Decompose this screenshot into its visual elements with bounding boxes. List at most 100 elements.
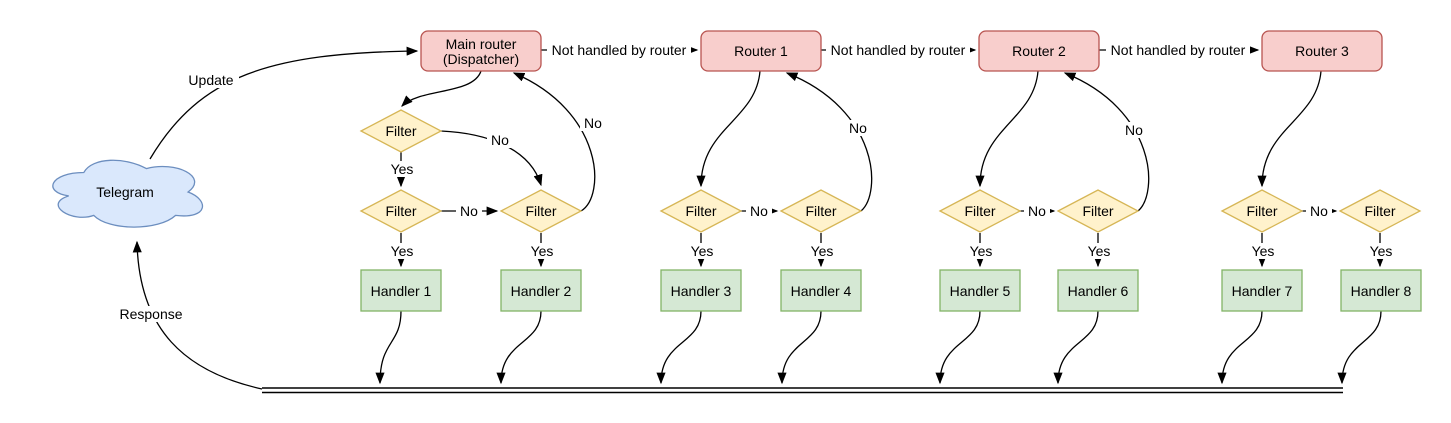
filter-diamond-main-left	[359, 189, 443, 233]
no-label: No	[750, 203, 768, 219]
update-label: Update	[188, 72, 233, 88]
handler1-label: Handler 1	[371, 283, 432, 299]
not-handled-label-1: Not handled by router	[552, 42, 687, 58]
handler6-box	[1057, 269, 1139, 312]
yes-label: Yes	[970, 243, 993, 259]
label-bg	[1084, 243, 1114, 259]
label-bg	[1121, 122, 1147, 138]
filter-label: Filter	[385, 203, 416, 219]
no-label: No	[1125, 122, 1143, 138]
label-bg	[1248, 243, 1278, 259]
filter-diamond-r1-left	[659, 189, 743, 233]
no-label: No	[584, 115, 602, 131]
dispatcher-label-line1: Main router	[446, 36, 517, 52]
edge-handler2-to-bus	[496, 310, 542, 385]
edge-handler5-to-bus	[935, 310, 981, 385]
no-label: No	[491, 132, 509, 148]
filter-label: Filter	[525, 203, 556, 219]
router3-box	[1261, 30, 1383, 72]
edge-router1-no-return	[785, 72, 873, 212]
telegram-label: Telegram	[96, 184, 154, 200]
label-bg	[387, 161, 417, 177]
no-label: No	[1310, 203, 1328, 219]
router2-label: Router 2	[1012, 43, 1066, 59]
yes-label: Yes	[691, 243, 714, 259]
not-handled-label-2: Not handled by router	[831, 42, 966, 58]
filter-diamond-r2-left	[938, 189, 1022, 233]
label-bg	[527, 243, 557, 259]
edge-handler3-to-bus	[656, 310, 702, 385]
no-label: No	[460, 203, 478, 219]
no-label: No	[849, 120, 867, 136]
handler4-box	[780, 269, 862, 312]
filter-label: Filter	[805, 203, 836, 219]
handler2-label: Handler 2	[511, 283, 572, 299]
handler3-box	[660, 269, 742, 312]
yes-label: Yes	[1370, 243, 1393, 259]
label-bg	[845, 120, 871, 136]
label-bg	[580, 115, 606, 131]
filter-diamond-r1-right	[779, 189, 863, 233]
telegram-cloud	[52, 159, 204, 228]
handler5-label: Handler 5	[950, 283, 1011, 299]
yes-label: Yes	[1252, 243, 1275, 259]
handler5-box	[939, 269, 1021, 312]
filter-label: Filter	[1364, 203, 1395, 219]
router1-label: Router 1	[734, 43, 788, 59]
label-bg	[1306, 203, 1332, 219]
dispatcher-label-line2: (Dispatcher)	[443, 51, 519, 67]
dispatcher-box	[420, 30, 542, 72]
router2-box	[978, 30, 1100, 72]
label-bg	[387, 243, 417, 259]
edge-router2-to-filter	[975, 70, 1039, 188]
label-bg	[746, 203, 772, 219]
yes-label: Yes	[811, 243, 834, 259]
edge-handler1-to-bus	[375, 310, 402, 385]
router1-box	[700, 30, 822, 72]
yes-label: Yes	[531, 243, 554, 259]
label-bg	[1366, 243, 1396, 259]
label-bg	[183, 72, 239, 88]
label-bg	[547, 42, 691, 58]
handler7-label: Handler 7	[1232, 283, 1293, 299]
filter-diamond-main-top	[359, 109, 443, 153]
edges-layer	[132, 45, 1385, 394]
label-bg	[687, 243, 717, 259]
filter-diamond-main-right	[499, 189, 583, 233]
filter-diamond-r2-right	[1056, 189, 1140, 233]
label-bg	[1106, 42, 1250, 58]
edge-router3-to-filter	[1257, 70, 1322, 188]
edge-dispatcher-to-filter1	[401, 70, 482, 107]
filter-diamond-r3-left	[1220, 189, 1304, 233]
response-label: Response	[119, 306, 182, 322]
not-handled-label-3: Not handled by router	[1111, 42, 1246, 58]
yes-label: Yes	[1088, 243, 1111, 259]
edge-router2-no-return	[1063, 72, 1150, 212]
filter-label: Filter	[1082, 203, 1113, 219]
handler8-label: Handler 8	[1351, 283, 1412, 299]
filter-label: Filter	[964, 203, 995, 219]
edge-handler4-to-bus	[777, 310, 822, 385]
handler6-label: Handler 6	[1068, 283, 1129, 299]
nodes-layer	[52, 30, 1422, 312]
no-label: No	[1028, 203, 1046, 219]
filter-label: Filter	[385, 123, 416, 139]
handler4-label: Handler 4	[791, 283, 852, 299]
filter-label: Filter	[685, 203, 716, 219]
handler3-label: Handler 3	[671, 283, 732, 299]
labels-layer: Telegram Main router (Dispatcher) Router…	[96, 36, 1412, 322]
handler8-box	[1340, 269, 1422, 312]
label-bg	[966, 243, 996, 259]
handler1-box	[360, 269, 442, 312]
edge-handler7-to-bus	[1217, 310, 1263, 385]
edge-handler6-to-bus	[1053, 310, 1099, 385]
label-bg	[487, 132, 513, 148]
router3-label: Router 3	[1295, 43, 1349, 59]
label-bg	[1024, 203, 1050, 219]
edge-main-no-return	[512, 72, 596, 212]
yes-label: Yes	[391, 161, 414, 177]
edge-router1-to-filter	[696, 70, 761, 188]
label-bg	[456, 203, 482, 219]
